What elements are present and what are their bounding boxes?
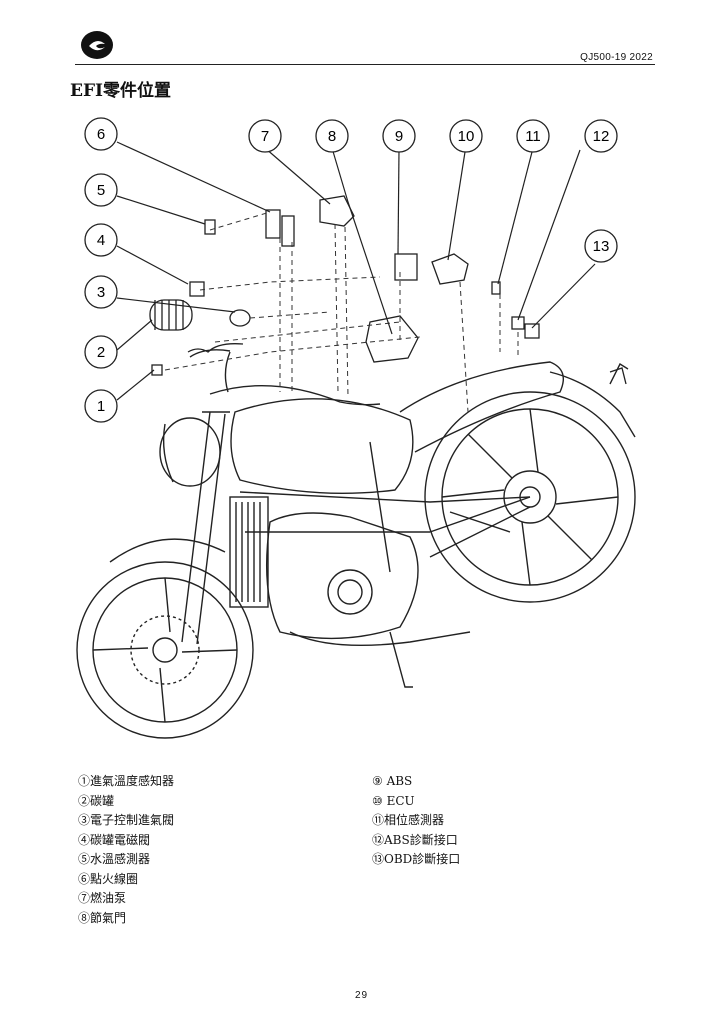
radiator <box>229 496 269 608</box>
fuel-tank <box>230 398 414 495</box>
callout-5: 5 <box>84 173 118 207</box>
callout-9: 9 <box>382 119 416 153</box>
callout-13: 13 <box>584 229 618 263</box>
page-title: EFI零件位置 <box>70 81 171 101</box>
svg-text:13: 13 <box>593 238 610 255</box>
rear-wheel <box>424 391 636 603</box>
header-rule <box>75 64 655 65</box>
callout-7: 7 <box>248 119 282 153</box>
svg-text:10: 10 <box>458 128 475 145</box>
legend-item: ⑦燃油泵 <box>78 891 127 905</box>
svg-text:8: 8 <box>328 128 336 145</box>
callout-4: 4 <box>84 223 118 257</box>
svg-text:1: 1 <box>97 398 105 415</box>
legend-item: ⑫ABS診斷接口 <box>372 832 458 847</box>
legend-item: ⑥點火線圈 <box>78 871 139 886</box>
legend-item: ⑤水溫感測器 <box>78 852 151 866</box>
legend-item: ①進氣溫度感知器 <box>78 774 175 788</box>
legend-left: ①進氣溫度感知器 ②碳罐 ③電子控制進氣閥 ④碳罐電磁閥 ⑤水溫感測器 ⑥點火線… <box>78 772 174 928</box>
efi-parts-diagram: 6 5 4 3 2 1 7 8 9 10 11 12 13 <box>76 117 636 739</box>
svg-text:11: 11 <box>525 128 541 145</box>
callout-12: 12 <box>584 119 618 153</box>
legend-item: ⑬OBD診斷接口 <box>372 852 461 866</box>
page-number: 29 <box>354 990 369 1001</box>
seat <box>399 361 564 453</box>
legend-item: ⑧節氣門 <box>78 910 127 925</box>
svg-text:12: 12 <box>593 128 610 145</box>
svg-text:7: 7 <box>261 128 269 145</box>
svg-text:2: 2 <box>97 344 105 361</box>
callout-3: 3 <box>84 275 118 309</box>
svg-text:3: 3 <box>97 284 105 301</box>
engine <box>265 512 419 640</box>
callout-11: 11 <box>516 119 550 153</box>
callout-1: 1 <box>84 389 118 423</box>
legend-item: ③電子控制進氣閥 <box>78 813 175 827</box>
legend-item: ④碳罐電磁閥 <box>78 832 151 847</box>
svg-text:9: 9 <box>395 128 403 145</box>
legend-item: ②碳罐 <box>78 793 115 808</box>
callout-2: 2 <box>84 335 118 369</box>
callout-group: 6 5 4 3 2 1 7 8 9 10 11 12 13 <box>84 117 618 423</box>
legend-item: ⑩ ECU <box>372 793 415 808</box>
legend-item: ⑪相位感測器 <box>372 813 445 827</box>
legend-item: ⑨ ABS <box>372 774 413 788</box>
throttle-body <box>365 315 419 363</box>
svg-text:4: 4 <box>97 232 105 249</box>
svg-text:6: 6 <box>97 126 105 143</box>
svg-text:5: 5 <box>97 182 105 199</box>
front-wheel <box>76 561 254 739</box>
callout-10: 10 <box>449 119 483 153</box>
callout-8: 8 <box>315 119 349 153</box>
model-year-header: QJ500-19 2022 <box>580 52 653 63</box>
legend-right: ⑨ ABS ⑩ ECU ⑪相位感測器 ⑫ABS診斷接口 ⑬OBD診斷接口 <box>372 772 460 870</box>
callout-6: 6 <box>84 117 118 151</box>
brand-logo-icon <box>81 31 113 59</box>
